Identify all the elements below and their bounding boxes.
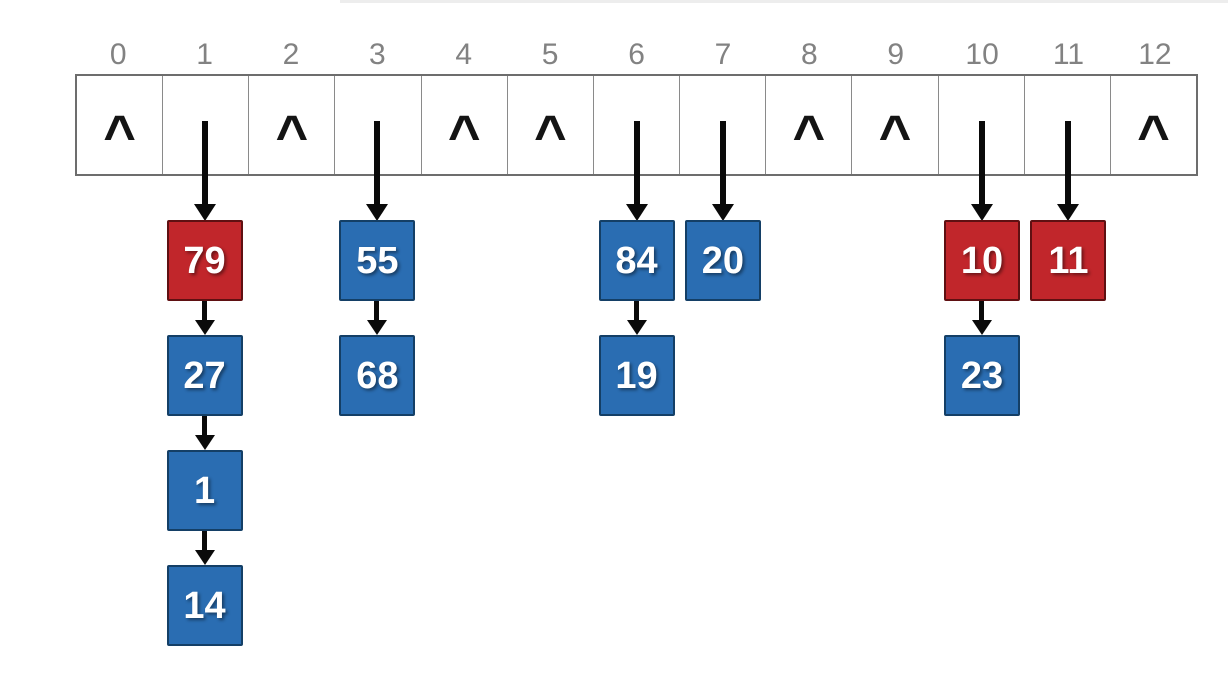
bucket-cell	[594, 76, 681, 174]
bucket-cell: ^	[766, 76, 853, 174]
node-value: 20	[701, 239, 745, 282]
down-arrow-stem	[374, 121, 381, 204]
null-pointer-caret: ^	[447, 103, 481, 166]
down-arrow-stem	[201, 301, 207, 320]
index-label: 4	[455, 38, 473, 71]
index-label: 6	[628, 38, 645, 71]
bucket-cell: ^	[508, 76, 594, 174]
down-arrow-head	[366, 204, 389, 221]
down-arrow-stem	[979, 121, 986, 204]
index-label: 12	[1138, 38, 1172, 71]
down-arrow-head	[972, 320, 993, 335]
down-arrow-stem	[201, 416, 207, 435]
chain-node: 68	[339, 335, 416, 416]
node-value: 19	[615, 354, 658, 397]
chain-node: 27	[166, 335, 243, 416]
down-arrow-stem	[633, 121, 640, 204]
node-value: 68	[356, 354, 399, 397]
null-pointer-caret: ^	[275, 103, 309, 166]
down-arrow-head	[194, 320, 215, 335]
down-arrow-head	[711, 204, 734, 221]
bucket-cell	[680, 76, 767, 174]
chain-node: 10	[944, 220, 1021, 301]
down-arrow-head	[367, 320, 388, 335]
index-label: 2	[282, 38, 300, 71]
node-value: 14	[183, 584, 226, 627]
index-label: 11	[1052, 38, 1085, 71]
chain-node: 79	[166, 220, 243, 301]
chain-node: 20	[684, 220, 761, 301]
bucket-cell: ^	[249, 76, 336, 174]
bucket-cell	[939, 76, 1025, 174]
chain-node: 19	[598, 335, 675, 416]
null-pointer-caret: ^	[878, 103, 912, 166]
down-arrow-head	[625, 204, 648, 221]
down-arrow-head	[971, 204, 994, 221]
down-arrow-stem	[201, 121, 208, 204]
down-arrow-head	[194, 550, 215, 565]
chain-node: 84	[598, 220, 675, 301]
chain-node: 1	[166, 450, 243, 531]
bucket-cell: ^	[1111, 76, 1196, 174]
bucket-cell	[163, 76, 250, 174]
bucket-cell: ^	[852, 76, 939, 174]
down-arrow-head	[194, 435, 215, 450]
node-value: 10	[960, 239, 1004, 282]
down-arrow-stem	[719, 121, 726, 204]
index-label: 9	[887, 38, 905, 71]
down-arrow-head	[1057, 204, 1080, 221]
chain-node: 11	[1030, 220, 1107, 301]
down-arrow-stem	[201, 531, 207, 550]
down-arrow-stem	[633, 301, 639, 320]
bucket-cell	[1025, 76, 1111, 174]
down-arrow-stem	[374, 301, 380, 320]
index-label: 8	[800, 38, 818, 71]
node-value: 27	[183, 354, 226, 397]
node-value: 84	[615, 239, 658, 282]
null-pointer-caret: ^	[1137, 103, 1170, 166]
top-hairline	[340, 0, 1228, 3]
chain-node: 55	[339, 220, 416, 301]
down-arrow-stem	[979, 301, 985, 320]
down-arrow-head	[193, 204, 216, 221]
node-value: 23	[960, 354, 1004, 397]
bucket-cell	[335, 76, 422, 174]
index-label: 1	[196, 38, 213, 71]
chain-node: 23	[944, 335, 1021, 416]
index-label: 5	[541, 38, 559, 71]
down-arrow-stem	[1065, 121, 1072, 204]
down-arrow-head	[626, 320, 647, 335]
node-value: 1	[193, 469, 216, 512]
node-value: 11	[1048, 239, 1089, 282]
bucket-cell: ^	[422, 76, 508, 174]
null-pointer-caret: ^	[534, 103, 567, 166]
null-pointer-caret: ^	[103, 103, 136, 166]
index-label: 10	[965, 38, 999, 71]
chain-node: 14	[166, 565, 243, 646]
node-value: 55	[356, 239, 399, 282]
bucket-cell: ^	[77, 76, 164, 174]
index-label: 7	[714, 38, 732, 71]
index-label: 3	[369, 38, 386, 71]
null-pointer-caret: ^	[792, 103, 826, 166]
index-label: 0	[109, 38, 127, 71]
node-value: 79	[183, 239, 226, 282]
